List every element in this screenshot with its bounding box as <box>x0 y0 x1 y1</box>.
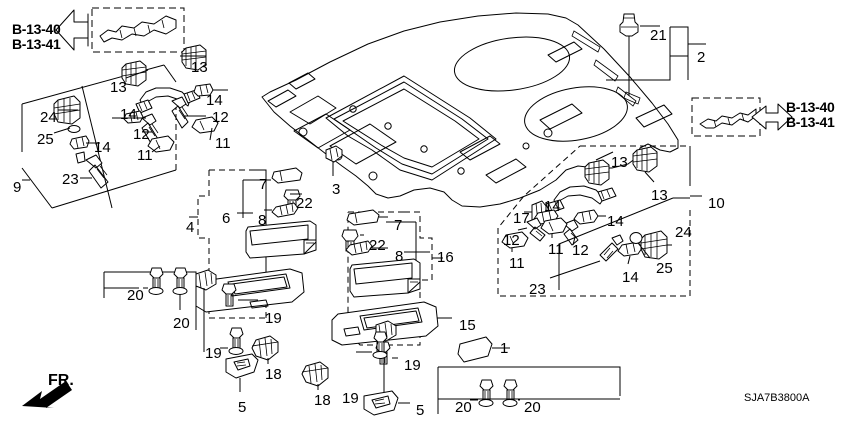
callout-14: 14 <box>544 198 561 215</box>
callout-5: 5 <box>416 402 425 419</box>
xref-right: B-13-40 B-13-41 <box>786 99 835 131</box>
callout-4: 4 <box>186 219 195 236</box>
callout-18: 18 <box>265 366 282 383</box>
callout-22: 22 <box>296 195 313 212</box>
callout-19: 19 <box>342 390 359 407</box>
group-10-frame <box>497 145 702 297</box>
callout-21: 21 <box>650 27 667 44</box>
part-21-clip <box>619 13 660 96</box>
group-6-bracket <box>237 179 271 218</box>
group-9-parts <box>53 95 109 189</box>
callout-18: 18 <box>314 392 331 409</box>
callout-25: 25 <box>656 260 673 277</box>
xref-right-line2: B-13-41 <box>786 114 835 131</box>
callout-2: 2 <box>697 49 706 66</box>
xref-right-group <box>691 97 793 137</box>
callout-6: 6 <box>222 210 231 227</box>
callout-14: 14 <box>94 139 111 156</box>
callout-11: 11 <box>509 255 525 272</box>
xref-left: B-13-40 B-13-41 <box>12 21 61 53</box>
part-1-plate <box>457 336 510 363</box>
callout-23: 23 <box>62 171 79 188</box>
callout-1: 1 <box>500 340 509 357</box>
callout-25: 25 <box>37 131 54 148</box>
callout-19: 19 <box>265 310 282 327</box>
callout-19: 19 <box>404 357 421 374</box>
callout-14: 14 <box>120 106 137 123</box>
callout-20: 20 <box>127 287 144 304</box>
callout-10: 10 <box>708 195 725 212</box>
part-3-hook <box>325 145 343 176</box>
callout-14: 14 <box>206 92 223 109</box>
group-16-bracket <box>386 221 430 262</box>
group-left-handle-parts <box>112 44 228 153</box>
callout-13: 13 <box>191 59 208 76</box>
callout-11: 11 <box>215 135 231 152</box>
callout-12: 12 <box>212 109 229 126</box>
xref-left-group <box>55 7 185 53</box>
group-15-parts <box>331 209 439 395</box>
callout-20: 20 <box>455 399 472 416</box>
callout-7: 7 <box>394 217 403 234</box>
xref-right-line1: B-13-40 <box>786 99 835 115</box>
callout-11: 11 <box>137 147 153 164</box>
callout-7: 7 <box>259 176 268 193</box>
group-20-right <box>437 366 621 414</box>
callout-20: 20 <box>524 399 541 416</box>
group-10-parts <box>501 146 672 279</box>
callout-19: 19 <box>205 345 222 362</box>
callout-3: 3 <box>332 181 341 198</box>
diagram-part-number: SJA7B3800A <box>744 392 810 404</box>
callout-24: 24 <box>40 109 57 126</box>
callout-14: 14 <box>622 269 639 286</box>
callout-12: 12 <box>503 232 520 249</box>
xref-left-line2: B-13-41 <box>12 36 61 53</box>
callout-16: 16 <box>437 249 454 266</box>
callout-23: 23 <box>529 281 546 298</box>
group-20-left <box>103 267 197 330</box>
callout-12: 12 <box>572 242 589 259</box>
callout-22: 22 <box>369 237 386 254</box>
callout-5: 5 <box>238 399 247 416</box>
xref-left-line1: B-13-40 <box>12 21 61 37</box>
callout-8: 8 <box>258 212 267 229</box>
fr-arrow <box>22 381 72 408</box>
bottom-loose-parts <box>220 327 410 416</box>
group-4-parts <box>195 167 317 352</box>
callout-17: 17 <box>513 210 530 227</box>
callout-11: 11 <box>548 241 564 258</box>
orientation-label: FR. <box>48 372 74 389</box>
callout-13: 13 <box>611 154 628 171</box>
callout-9: 9 <box>13 179 22 196</box>
callout-13: 13 <box>651 187 668 204</box>
headliner-assembly <box>261 12 679 208</box>
callout-13: 13 <box>110 79 127 96</box>
callout-15: 15 <box>459 317 476 334</box>
callout-12: 12 <box>133 126 150 143</box>
callout-24: 24 <box>675 224 692 241</box>
callout-20: 20 <box>173 315 190 332</box>
callout-8: 8 <box>395 248 404 265</box>
callout-14: 14 <box>607 213 624 230</box>
